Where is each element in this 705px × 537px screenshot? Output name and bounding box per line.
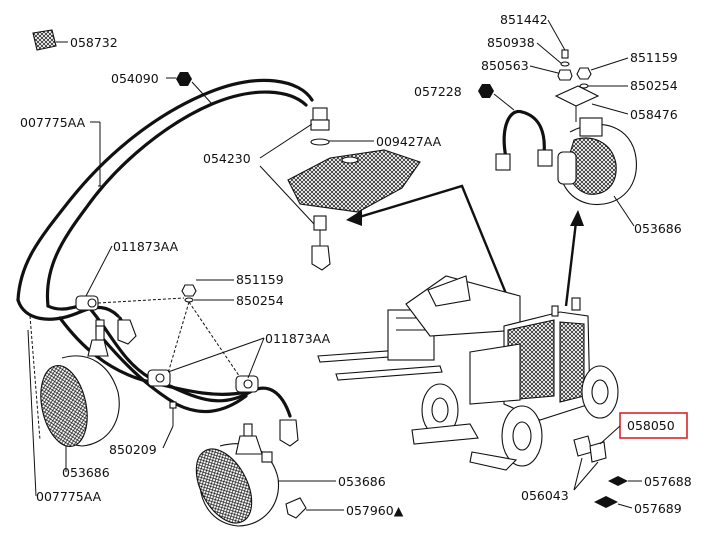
label-058732: 058732 <box>70 35 118 50</box>
part-057689-icon <box>594 496 618 508</box>
label-054230: 054230 <box>203 151 251 166</box>
part-058732-pad <box>32 29 68 51</box>
highlight-box-058050 <box>619 412 688 439</box>
hex-nut-icon-2 <box>478 84 494 98</box>
work-lamp-middle <box>195 423 280 527</box>
label-850938: 850938 <box>487 35 535 50</box>
hex-nut-icon <box>176 72 192 86</box>
label-053686-left: 053686 <box>62 465 110 480</box>
label-851159-mid: 851159 <box>236 272 284 287</box>
label-011873AA-b: 011873AA <box>265 331 331 346</box>
label-850209: 850209 <box>109 442 157 457</box>
label-850254-top: 850254 <box>630 78 678 93</box>
label-851159-top: 851159 <box>630 50 678 65</box>
label-007775AA-top: 007775AA <box>20 115 86 130</box>
label-054090: 054090 <box>111 71 159 86</box>
label-056043: 056043 <box>521 488 569 503</box>
label-053686-right: 053686 <box>634 221 682 236</box>
work-lamp-right <box>557 117 637 206</box>
part-057688-icon <box>608 476 628 486</box>
clamp-left <box>75 295 137 345</box>
label-850254-mid: 850254 <box>236 293 284 308</box>
label-057960: 057960▲ <box>346 503 404 518</box>
bulkhead-connector <box>287 107 421 271</box>
label-007775AA-bottom: 007775AA <box>36 489 102 504</box>
work-lamp-left <box>40 325 120 447</box>
label-057689: 057689 <box>634 501 682 516</box>
label-057228: 057228 <box>414 84 462 99</box>
telehandler-machine <box>317 275 619 471</box>
label-058050: 058050 <box>627 418 675 433</box>
label-058476: 058476 <box>630 107 678 122</box>
lamp-bracket <box>554 85 600 122</box>
label-009427AA: 009427AA <box>376 134 442 149</box>
label-851442: 851442 <box>500 12 548 27</box>
label-057688: 057688 <box>644 474 692 489</box>
clamp-middle <box>147 369 299 447</box>
label-053686-mid: 053686 <box>338 474 386 489</box>
label-011873AA-a: 011873AA <box>113 239 179 254</box>
label-850563: 850563 <box>481 58 529 73</box>
